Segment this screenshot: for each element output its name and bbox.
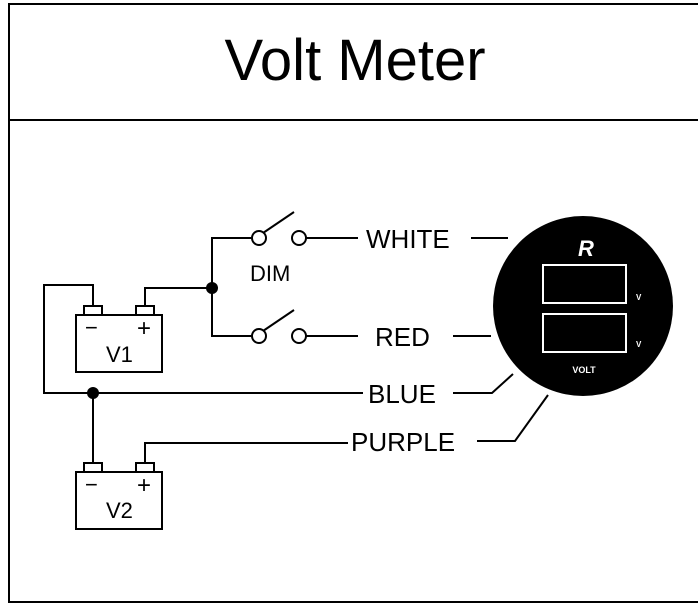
battery-positive-sign: + <box>137 315 151 342</box>
blue-leader <box>453 373 514 394</box>
wire-label-blue: BLUE <box>368 379 436 409</box>
battery-v2: − + V2 <box>75 462 163 530</box>
gauge-face <box>493 216 673 396</box>
brand-logo-icon: R <box>578 236 594 261</box>
battery-v1: − + V1 <box>75 305 163 373</box>
battery-negative-sign: − <box>85 315 98 340</box>
title-bar: Volt Meter <box>10 5 698 121</box>
battery-label: V1 <box>106 342 133 367</box>
wiring-diagram: DIM − + V1 − + V2 WHITE RED BLUE PURPLE … <box>43 211 673 530</box>
upper-unit-label: V <box>636 293 642 302</box>
purple-leader <box>477 394 549 442</box>
v1-positive-wire <box>144 287 212 306</box>
wires <box>43 237 549 463</box>
battery-positive-sign: + <box>137 472 151 499</box>
junction-dot <box>87 387 99 399</box>
v2-positive-wire <box>144 442 348 463</box>
lower-display <box>542 313 627 353</box>
gauge-label: VOLT <box>572 365 596 375</box>
switch-bus-wire <box>211 237 252 337</box>
upper-display <box>542 264 627 304</box>
red-switch <box>251 309 307 344</box>
dim-switch <box>251 211 307 246</box>
v1-negative-wire <box>43 284 363 394</box>
wire-label-white: WHITE <box>366 224 450 254</box>
wire-label-red: RED <box>375 322 430 352</box>
page-title: Volt Meter <box>224 28 486 93</box>
battery-label: V2 <box>106 498 133 523</box>
battery-negative-sign: − <box>85 472 98 497</box>
junction-dot <box>206 282 218 294</box>
wire-label-purple: PURPLE <box>351 427 455 457</box>
switch-label: DIM <box>250 261 290 286</box>
lower-unit-label: V <box>636 340 642 349</box>
volt-meter-gauge: R V V VOLT <box>493 216 673 396</box>
